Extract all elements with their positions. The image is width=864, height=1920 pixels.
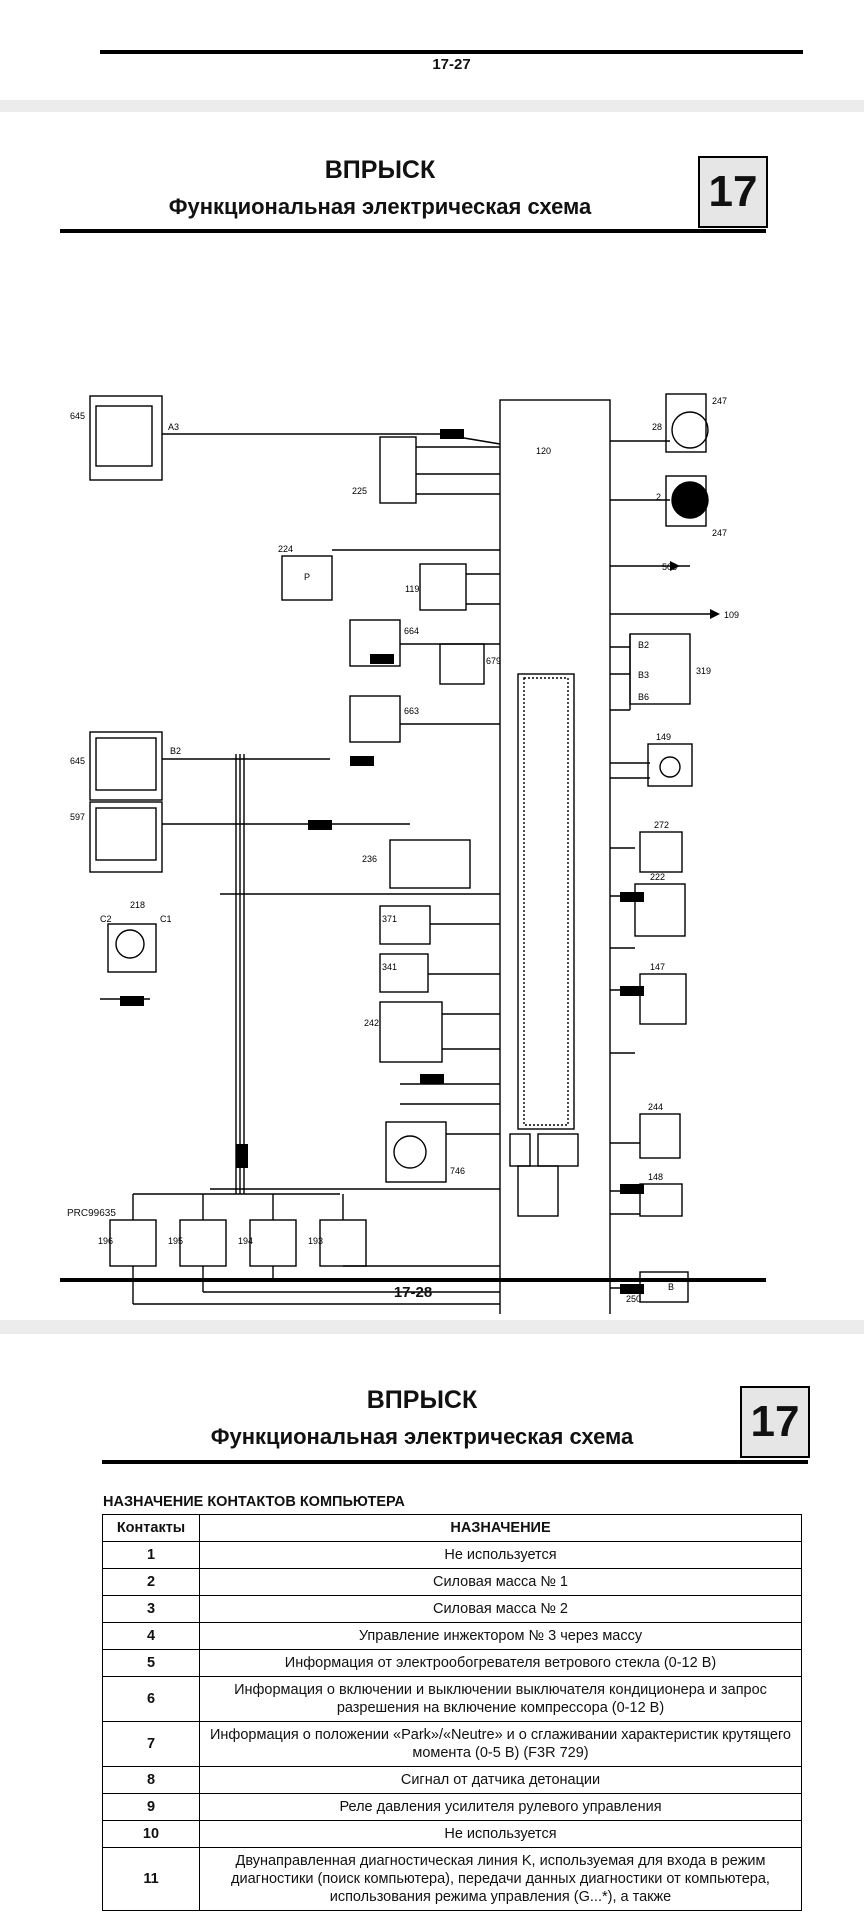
- diagram-label: 222: [650, 872, 665, 882]
- desc-cell: Информация о включении и выключении выкл…: [199, 1676, 802, 1722]
- diagram-label: 319: [696, 666, 711, 676]
- diagram-code: PRC99635: [67, 1208, 116, 1219]
- page-number: 17-28: [393, 1284, 433, 1301]
- desc-cell: Не используется: [199, 1541, 802, 1569]
- diagram-label: 194: [238, 1236, 253, 1246]
- diagram-label: 645: [70, 411, 85, 421]
- diagram-label: 147: [650, 962, 665, 972]
- page-diagram: ВПРЫСК Функциональная электрическая схем…: [0, 112, 864, 1320]
- page-contacts: ВПРЫСК Функциональная электрическая схем…: [0, 1334, 864, 1920]
- diagram-label: 196: [98, 1236, 113, 1246]
- diagram-label: B2: [638, 640, 649, 650]
- diagram-label: P: [304, 572, 310, 582]
- desc-cell: Информация о положении «Park»/«Neutre» и…: [199, 1721, 802, 1767]
- diagram-label: 746: [450, 1166, 465, 1176]
- chapter-badge: 17: [740, 1386, 810, 1458]
- diagram-label: B3: [638, 670, 649, 680]
- pin-cell: 8: [102, 1766, 200, 1794]
- diagram-label: 148: [648, 1172, 663, 1182]
- desc-cell: Двунаправленная диагностическая линия K,…: [199, 1847, 802, 1911]
- pin-cell: 3: [102, 1595, 200, 1623]
- desc-cell: Силовая масса № 2: [199, 1595, 802, 1623]
- pin-cell: 7: [102, 1721, 200, 1767]
- diagram-label: 193: [308, 1236, 323, 1246]
- diagram-label: 109: [724, 610, 739, 620]
- page-rule: [100, 50, 803, 54]
- chapter-badge: 17: [698, 156, 768, 228]
- desc-cell: Реле давления усилителя рулевого управле…: [199, 1793, 802, 1821]
- pin-cell: 9: [102, 1793, 200, 1821]
- diagram-label: 195: [168, 1236, 183, 1246]
- page-17-27: 17-27: [0, 0, 864, 100]
- page-title: ВПРЫСК: [366, 1386, 478, 1414]
- diagram-label: 236: [362, 854, 377, 864]
- pin-cell: 10: [102, 1820, 200, 1848]
- diagram-label: 272: [654, 820, 669, 830]
- pin-cell: 5: [102, 1649, 200, 1677]
- pin-cell: 6: [102, 1676, 200, 1722]
- column-header-pin: Контакты: [102, 1514, 200, 1542]
- diagram-label: 247: [712, 396, 727, 406]
- section-title: НАЗНАЧЕНИЕ КОНТАКТОВ КОМПЬЮТЕРА: [103, 1494, 405, 1510]
- desc-cell: Не используется: [199, 1820, 802, 1848]
- diagram-label: 218: [130, 900, 145, 910]
- diagram-label: 242: [364, 1018, 379, 1028]
- diagram-label: 371: [382, 914, 397, 924]
- diagram-label: 225: [352, 486, 367, 496]
- diagram-label: 663: [404, 706, 419, 716]
- diagram-label: 645: [70, 756, 85, 766]
- page-subtitle: Функциональная электрическая схема: [168, 194, 592, 219]
- diagram-label: 679: [486, 656, 501, 666]
- diagram-label: 149: [656, 732, 671, 742]
- diagram-label: 244: [648, 1102, 663, 1112]
- diagram-label: 28: [652, 422, 662, 432]
- page-title: ВПРЫСК: [324, 156, 436, 184]
- pin-cell: 4: [102, 1622, 200, 1650]
- wiring-diagram: 645 A3 225 247 28 2 247 224 P 119 503 10…: [70, 393, 739, 1314]
- diagram-label: C2: [100, 914, 112, 924]
- diagram-label: B2: [170, 746, 181, 756]
- diagram-label: A3: [168, 422, 179, 432]
- pin-cell: 2: [102, 1568, 200, 1596]
- desc-cell: Информация от электрообогревателя ветров…: [199, 1649, 802, 1677]
- desc-cell: Сигнал от датчика детонации: [199, 1766, 802, 1794]
- diagram-label: 119: [405, 584, 419, 594]
- footer-rule: [60, 1278, 766, 1282]
- diagram-label: B6: [638, 692, 649, 702]
- diagram-label: 250: [626, 1294, 641, 1304]
- diagram-label: C1: [160, 914, 172, 924]
- pin-cell: 11: [102, 1847, 200, 1911]
- diagram-label: B: [668, 1282, 674, 1292]
- diagram-label: 597: [70, 812, 85, 822]
- diagram-label: 224: [278, 544, 293, 554]
- diagram-label: 120: [536, 446, 551, 456]
- diagram-label: 247: [712, 528, 727, 538]
- page-number: 17-27: [432, 56, 471, 73]
- desc-cell: Силовая масса № 1: [199, 1568, 802, 1596]
- pin-cell: 1: [102, 1541, 200, 1569]
- diagram-label: 2: [656, 492, 661, 502]
- header-rule: [102, 1460, 808, 1464]
- diagram-label: 341: [382, 962, 397, 972]
- diagram-label: 503: [662, 562, 677, 572]
- column-header-desc: НАЗНАЧЕНИЕ: [199, 1514, 802, 1542]
- diagram-label: 664: [404, 626, 419, 636]
- page-subtitle: Функциональная электрическая схема: [210, 1424, 634, 1449]
- desc-cell: Управление инжектором № 3 через массу: [199, 1622, 802, 1650]
- header-rule: [60, 229, 766, 233]
- table-header-row: Контакты НАЗНАЧЕНИЕ: [102, 1514, 802, 1542]
